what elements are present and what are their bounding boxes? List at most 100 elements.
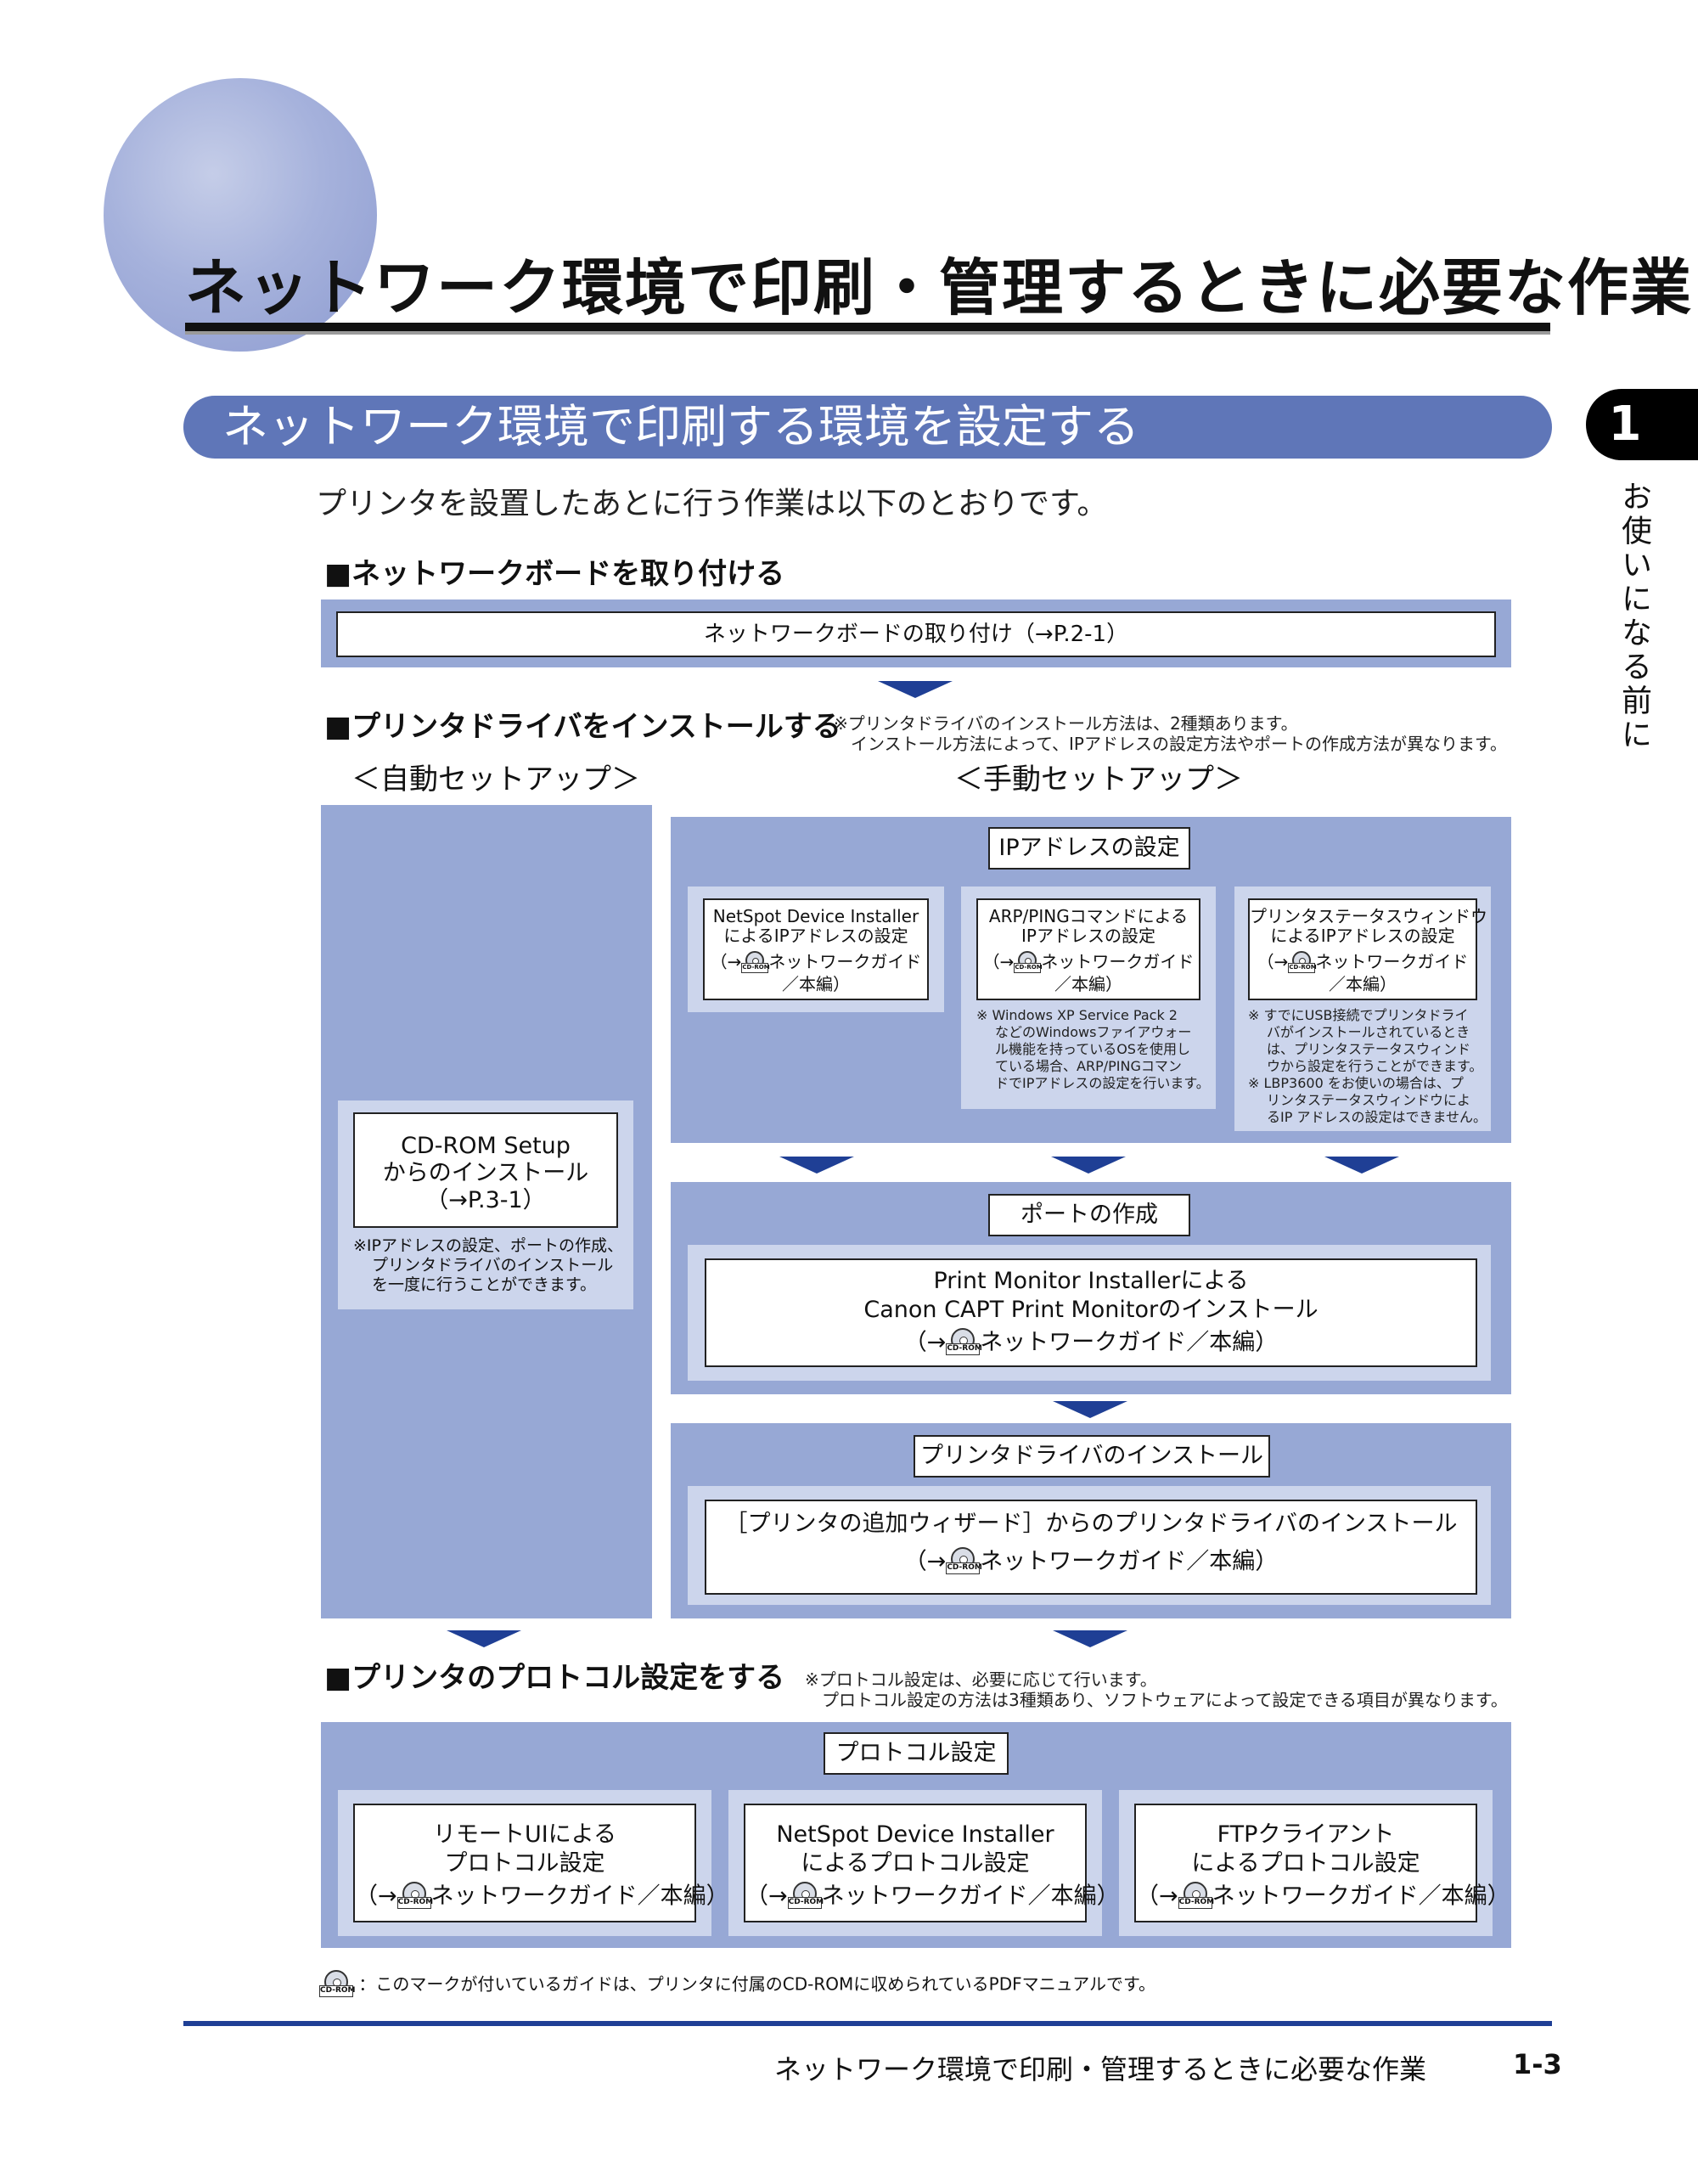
cd-rom-icon: CD-ROM (1014, 951, 1043, 975)
cd-rom-setup-line: （→P.3-1） (425, 1187, 546, 1213)
down-arrow-icon (779, 1157, 854, 1174)
note-line: ル機能を持っているOSを使用し (995, 1041, 1190, 1057)
protocol-label: プロトコル設定 (824, 1732, 1009, 1775)
step3-heading: ■プリンタのプロトコル設定をする (324, 1661, 785, 1695)
manual-setup-label: ＜手動セットアップ＞ (954, 763, 1243, 796)
down-arrow-icon (1324, 1157, 1399, 1174)
chapter-tab: 1 (1586, 389, 1698, 460)
driver-box-line: ［プリンタの追加ウィザード］からのプリンタドライバのインストール (724, 1511, 1458, 1537)
netspot-protocol-box: NetSpot Device Installer によるプロトコル設定 （→CD… (744, 1804, 1120, 1922)
protocol-line: リモートUIによる (433, 1821, 616, 1848)
ip-option-status-note: ※ すでにUSB接続でプリンタドライ バがインストールされているとき は、プリン… (1248, 1007, 1487, 1126)
note-line: ドでIPアドレスの設定を行います。 (995, 1075, 1210, 1091)
note-line: ている場合、ARP/PINGコマン (995, 1058, 1182, 1074)
ref-prefix: （→ (355, 1883, 397, 1910)
ref-text: ネットワークガイド／本編） (980, 1548, 1279, 1575)
title-underline (185, 323, 1550, 331)
network-board-box: ネットワークボードの取り付け（→P.2-1） (336, 611, 1496, 657)
note-line: は、プリンタステータスウィンド (1267, 1041, 1471, 1057)
auto-note-line: ※IPアドレスの設定、ポートの作成、 (353, 1236, 623, 1255)
ref-prefix: （→ (1136, 1883, 1178, 1910)
ip-setup-label: IPアドレスの設定 (988, 827, 1190, 870)
note-line: ウから設定を行うことができます。 (1267, 1058, 1483, 1074)
ref-prefix: （→ (903, 1548, 947, 1575)
ip-option-netspot: NetSpot Device Installer によるIPアドレスの設定 （→… (703, 898, 929, 1000)
ref-tail: ／本編） (782, 974, 850, 994)
ip-option-line: によるIPアドレスの設定 (723, 926, 908, 946)
ref-tail: ／本編） (1054, 974, 1122, 994)
cd-rom-setup-line: からのインストール (382, 1160, 589, 1186)
add-printer-wizard-box: ［プリンタの追加ウィザード］からのプリンタドライバのインストール （→CD-RO… (705, 1500, 1477, 1595)
step3-note-1: ※プロトコル設定は、必要に応じて行います。 (805, 1669, 1157, 1690)
cd-rom-icon: CD-ROM (787, 1882, 824, 1912)
protocol-line: NetSpot Device Installer (776, 1821, 1054, 1848)
title-underline-shadow (185, 331, 1550, 335)
protocol-line: プロトコル設定 (444, 1850, 605, 1877)
intro-text: プリンタを設置したあとに行う作業は以下のとおりです。 (316, 487, 1108, 521)
print-monitor-box: Print Monitor Installerによる Canon CAPT Pr… (705, 1258, 1477, 1367)
page-number: 1-3 (1513, 2048, 1562, 2080)
ref-prefix: （→ (710, 951, 742, 972)
ref-text: ネットワークガイド／本編） (980, 1329, 1279, 1356)
ref-prefix: （→ (1257, 951, 1289, 972)
port-label: ポートの作成 (988, 1194, 1190, 1236)
ref-prefix: （→ (745, 1883, 788, 1910)
step2-heading: ■プリンタドライバをインストールする (324, 710, 841, 744)
auto-note-line: を一度に行うことができます。 (372, 1275, 597, 1294)
ip-option-line: によるIPアドレスの設定 (1270, 926, 1455, 946)
down-arrow-icon (878, 681, 953, 698)
cd-rom-icon: CD-ROM (1178, 1882, 1214, 1912)
port-box-line: Print Monitor Installerによる (933, 1268, 1249, 1294)
ip-option-line: ARP/PINGコマンドによる (988, 906, 1189, 926)
ref-text: ネットワークガイド (1315, 951, 1469, 972)
protocol-line: によるプロトコル設定 (1191, 1850, 1420, 1877)
protocol-line: FTPクライアント (1217, 1821, 1395, 1848)
note-line: ※ すでにUSB接続でプリンタドライ (1248, 1007, 1469, 1023)
cd-rom-setup-line: CD-ROM Setup (401, 1133, 571, 1159)
chapter-label: お使いになる前に (1616, 481, 1651, 752)
cd-rom-footnote: CD-ROM ：このマークが付いているガイドは、プリンタに付属のCD-ROMに収… (319, 1970, 1155, 2001)
step2-note-2: インストール方法によって、IPアドレスの設定方法やポートの作成方法が異なります。 (851, 734, 1507, 754)
step3-note-2: プロトコル設定の方法は3種類あり、ソフトウェアによって設定できる項目が異なります… (822, 1690, 1508, 1710)
cd-rom-icon: CD-ROM (946, 1547, 982, 1578)
down-arrow-icon (1053, 1401, 1127, 1418)
cd-rom-icon: CD-ROM (319, 1970, 356, 2001)
auto-setup-note: ※IPアドレスの設定、ポートの作成、 プリンタドライバのインストール を一度に行… (353, 1236, 623, 1295)
footer-rule (183, 2021, 1552, 2026)
cd-rom-icon: CD-ROM (946, 1328, 982, 1359)
note-line: ※ LBP3600 をお使いの場合は、プ (1248, 1075, 1464, 1091)
step1-heading: ■ネットワークボードを取り付ける (324, 557, 785, 591)
note-line: バがインストールされているとき (1267, 1024, 1470, 1040)
footer-title: ネットワーク環境で印刷・管理するときに必要な作業 (774, 2053, 1427, 2085)
footnote-text: ：このマークが付いているガイドは、プリンタに付属のCD-ROMに収められているP… (358, 1973, 1156, 1995)
cd-rom-icon: CD-ROM (1288, 951, 1317, 975)
cd-rom-icon: CD-ROM (741, 951, 770, 975)
ref-text: ネットワークガイド／本編） (1212, 1883, 1510, 1910)
ref-text: ネットワークガイド／本編） (821, 1883, 1120, 1910)
section-title: ネットワーク環境で印刷する環境を設定する (222, 400, 1139, 453)
note-line: ※ Windows XP Service Pack 2 (976, 1007, 1178, 1023)
ip-option-line: NetSpot Device Installer (712, 906, 919, 926)
driver-label: プリンタドライバのインストール (914, 1435, 1270, 1478)
down-arrow-icon (1051, 1157, 1126, 1174)
cd-rom-icon: CD-ROM (396, 1882, 433, 1912)
down-arrow-icon (447, 1630, 521, 1647)
port-box-line: Canon CAPT Print Monitorのインストール (863, 1297, 1318, 1323)
ip-option-line: プリンタステータスウィンドウ (1250, 906, 1487, 926)
ref-prefix: （→ (903, 1329, 947, 1356)
down-arrow-icon (1053, 1630, 1127, 1647)
note-line: などのWindowsファイアウォー (995, 1024, 1192, 1040)
note-line: リンタステータスウィンドウによ (1267, 1092, 1471, 1108)
page-title: ネットワーク環境で印刷・管理するときに必要な作業 (185, 252, 1694, 324)
